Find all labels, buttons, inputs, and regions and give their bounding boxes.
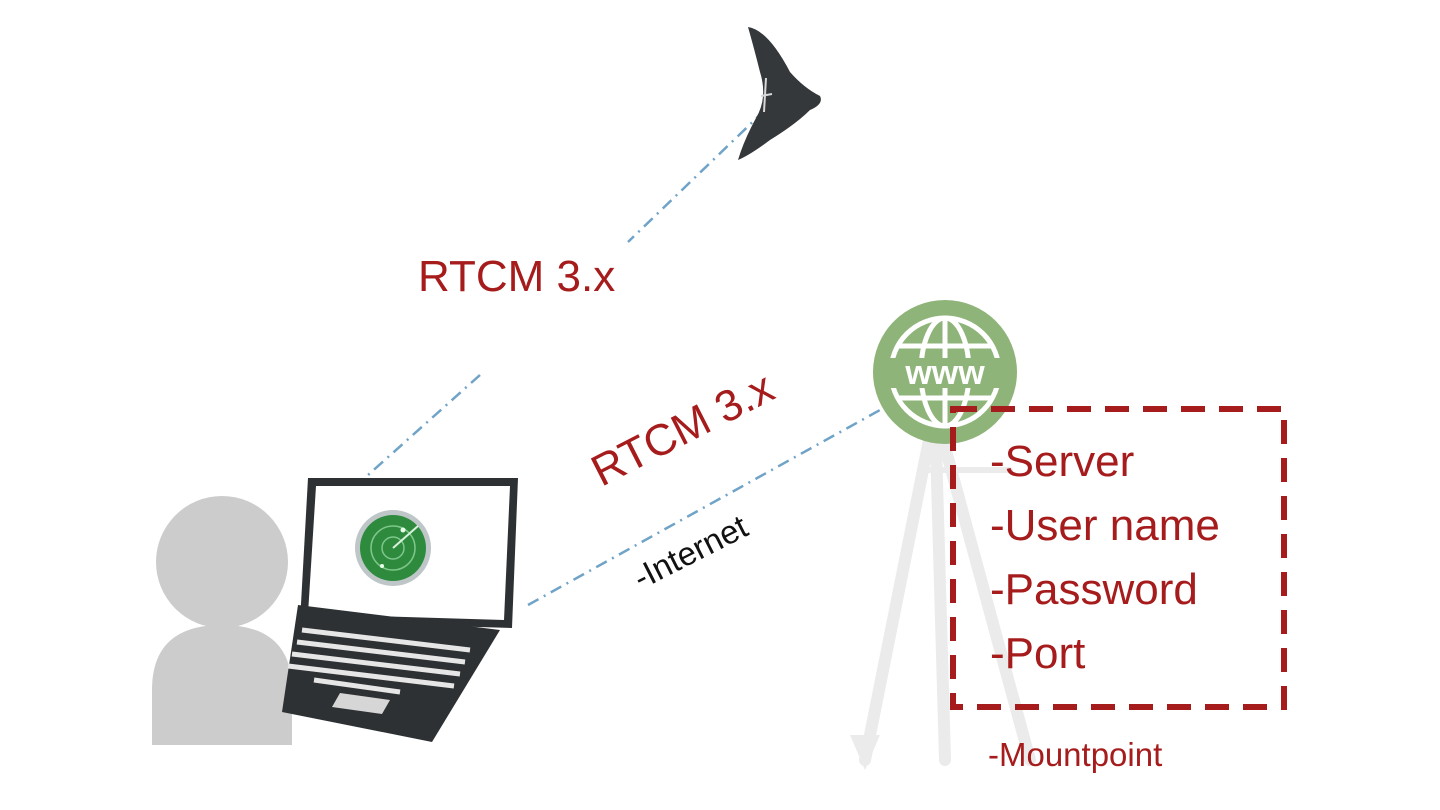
user-silhouette-icon (152, 496, 292, 745)
internet-link-line (527, 408, 881, 607)
radar-icon (355, 510, 431, 586)
fixed-wing-drone-icon (738, 27, 821, 160)
globe-www-icon: www (873, 300, 1017, 444)
mountpoint-label: -Mountpoint (988, 736, 1163, 773)
globe-www-text: www (904, 354, 985, 392)
ntrip-parameters-box (950, 406, 1287, 710)
param-port: -Port (990, 629, 1086, 678)
param-password: -Password (990, 565, 1198, 614)
ntrip-parameters-list: -Server -User name -Password -Port (990, 440, 1220, 696)
drone-link-line (367, 109, 766, 476)
param-server: -Server (990, 437, 1135, 486)
drone-link-label: RTCM 3.x (418, 252, 616, 301)
keyboard (287, 627, 471, 695)
param-user-name: -User name (990, 501, 1220, 550)
